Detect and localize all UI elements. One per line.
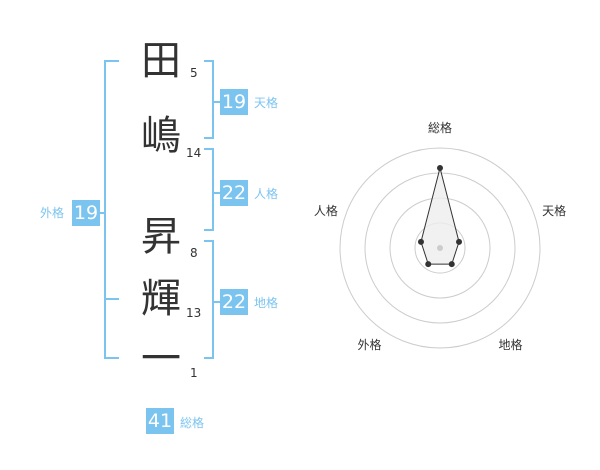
- tenkaku-label: 天格: [254, 96, 279, 110]
- name-char-2: 嶋: [141, 113, 181, 159]
- radar-point-1: [437, 165, 443, 171]
- radar-axis-label-4: 外格: [357, 337, 381, 352]
- chikaku-bracket-vertical: [212, 240, 214, 359]
- radar-axis-label-2: 天格: [542, 203, 566, 218]
- gaikaku-bracket-stem: [100, 212, 105, 214]
- gaikaku-bracket-top: [104, 60, 119, 62]
- jinkaku-badge: 22: [220, 180, 248, 206]
- radar-point-4: [425, 261, 432, 268]
- name-char-3: 昇: [141, 214, 181, 260]
- name-char-1: 田: [141, 38, 181, 84]
- chikaku-badge: 22: [220, 289, 248, 315]
- radar-point-2: [456, 238, 463, 245]
- chikaku-bracket-stem: [213, 301, 220, 303]
- soukaku-label: 総格: [180, 416, 205, 430]
- chikaku-bracket-top: [204, 240, 214, 242]
- radar-area: [420, 167, 460, 265]
- stroke-count-4: 13: [186, 306, 202, 320]
- stroke-count-5: 1: [190, 366, 198, 380]
- gaikaku-bracket-mid: [104, 298, 119, 300]
- radar-ring-4: [339, 147, 541, 349]
- stroke-count-1: 5: [190, 66, 198, 80]
- gaikaku-bracket-vertical: [104, 60, 106, 359]
- name-char-5: 一: [141, 336, 181, 382]
- tenkaku-bracket-stem: [213, 101, 220, 103]
- soukaku-badge: 41: [146, 408, 174, 434]
- chikaku-label: 地格: [254, 296, 279, 310]
- stroke-count-3: 8: [190, 246, 198, 260]
- gaikaku-bracket-bottom: [104, 357, 119, 359]
- tenkaku-bracket-vertical: [212, 60, 214, 139]
- gaikaku-label: 外格: [40, 206, 65, 220]
- tenkaku-badge: 19: [220, 89, 248, 115]
- radar-axis-label-1: 総格: [428, 120, 452, 135]
- radar-point-5: [417, 238, 424, 245]
- jinkaku-bracket-top: [204, 148, 214, 150]
- tenkaku-bracket-bottom: [204, 137, 214, 139]
- stroke-count-2: 14: [186, 146, 202, 160]
- gaikaku-badge: 19: [72, 200, 100, 226]
- name-char-4: 輝: [141, 276, 181, 322]
- jinkaku-bracket-vertical: [212, 148, 214, 231]
- jinkaku-bracket-stem: [213, 192, 220, 194]
- radar-axis-label-3: 地格: [499, 337, 523, 352]
- chikaku-bracket-bottom: [204, 357, 214, 359]
- tenkaku-bracket-top: [204, 60, 214, 62]
- radar-axis-label-5: 人格: [314, 203, 338, 218]
- jinkaku-label: 人格: [254, 187, 279, 201]
- radar-center-dot: [437, 245, 443, 251]
- jinkaku-bracket-bottom: [204, 229, 214, 231]
- radar-point-3: [448, 261, 455, 268]
